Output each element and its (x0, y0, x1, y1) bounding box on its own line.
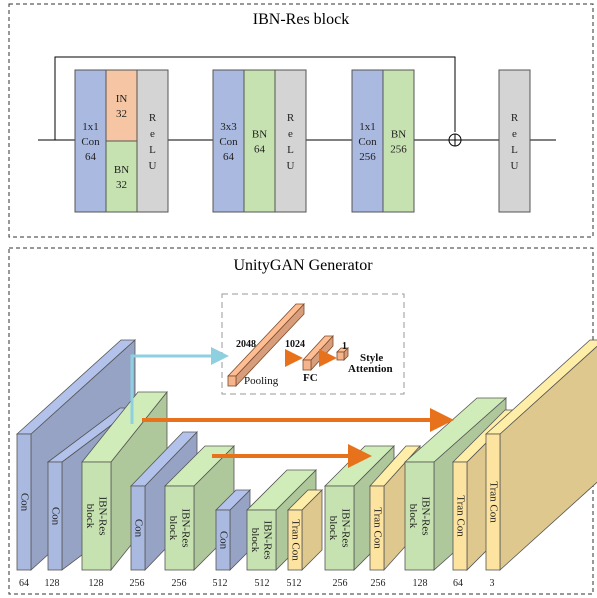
ibn-block-5-line-1: 64 (254, 144, 266, 156)
ibn-block-9-line-3: U (511, 160, 519, 172)
ibn-block-6-line-3: U (287, 160, 295, 172)
generator-layer-3-channels: 256 (130, 578, 145, 589)
ibn-block-3-line-3: U (149, 160, 157, 172)
ibn-block-1-line-1: 32 (116, 108, 127, 120)
generator-layer-3-label: Con (132, 519, 144, 538)
generator-layer-0-channels: 64 (19, 578, 29, 589)
ibn-block-2: BN 32 (105, 140, 138, 213)
generator-title: UnityGAN Generator (233, 257, 373, 274)
generator-layer-7: Tran Con (287, 489, 323, 571)
generator-layer-9-label: Tran Con (371, 507, 383, 549)
ibn-block-9-line-2: L (511, 144, 518, 156)
generator-layer-11-label: Tran Con (454, 495, 466, 537)
ibn-block-0-line-2: 64 (85, 151, 97, 163)
generator-layer-4-channels: 256 (172, 578, 187, 589)
generator-layer-5-label: Con (217, 531, 229, 550)
ibn-block-3-line-0: R (149, 112, 157, 124)
style-attention-title-1: Style (360, 352, 383, 364)
ibn-block-2-line-0: BN (114, 164, 129, 176)
generator-channel-labels: 64 128 128 256 256 512 512 512 256 256 128 64 3 (19, 578, 495, 589)
ibn-block-8-line-1: 256 (390, 144, 407, 156)
ibn-block-8: BN 256 (382, 69, 415, 213)
ibn-block-6-line-0: R (287, 112, 295, 124)
generator-layer-9-channels: 256 (371, 578, 386, 589)
attention-output-bar (336, 347, 349, 361)
ibn-block-3-line-2: L (149, 144, 156, 156)
generator-layer-6-channels: 512 (255, 578, 270, 589)
generator-layer-7-label: Tran Con (289, 519, 301, 561)
style-attention-box (221, 293, 405, 395)
generator-layer-4-label: IBN-Resblock (167, 508, 192, 547)
ibn-res-panel-border (8, 3, 594, 238)
ibn-block-3-line-1: e (150, 128, 155, 140)
generator-layer-6-label: IBN-Resblock (249, 520, 274, 559)
ibn-block-4-line-2: 64 (223, 151, 235, 163)
generator-layer-12-channels: 3 (490, 578, 495, 589)
style-attention-title-2: Attention (348, 363, 393, 375)
ibn-block-2-line-1: 32 (116, 179, 127, 191)
generator-layer-10-channels: 128 (413, 578, 428, 589)
generator-layer-5-channels: 512 (213, 578, 228, 589)
generator-layer-8-channels: 256 (333, 578, 348, 589)
ibn-block-4-line-1: Con (219, 136, 238, 148)
ibn-block-8-line-0: BN (391, 129, 406, 141)
dim-2048: 2048 (236, 339, 256, 350)
generator-layer-2-channels: 128 (89, 578, 104, 589)
generator-layer-5: Con (215, 489, 251, 571)
generator-layer-2-label: IBN-Resblock (84, 496, 109, 535)
generator-layer-1-channels: 128 (45, 578, 60, 589)
dim-1: 1 (342, 341, 347, 352)
ibn-res-title: IBN-Res block (253, 11, 349, 28)
generator-layer-10-label: IBN-Resblock (407, 496, 432, 535)
ibn-block-1: IN 32 (105, 69, 138, 142)
ibn-block-7-line-2: 256 (359, 151, 376, 163)
generator-layer-0-label: Con (18, 493, 30, 512)
pooling-label: Pooling (244, 375, 279, 387)
pooling-bar (227, 302, 305, 388)
generator-layer-12: Tran Con (484, 339, 597, 571)
skip-connection (54, 56, 456, 140)
ibn-block-6-line-1: e (288, 128, 293, 140)
fc-bar (302, 334, 334, 372)
ibn-block-0-line-1: Con (81, 136, 100, 148)
ibn-block-7-line-0: 1x1 (359, 121, 376, 133)
generator-layer-12-label: Tran Con (487, 481, 499, 523)
ibn-res-blocks: 1x1Con64IN32BN32ReLU3x3Con64BN64ReLU1x1C… (74, 69, 531, 213)
generator-layer-8-label: IBN-Resblock (327, 508, 352, 547)
ibn-block-6-line-2: L (287, 144, 294, 156)
ibn-block-7-line-1: Con (358, 136, 377, 148)
generator-layer-11-channels: 64 (453, 578, 463, 589)
fc-label: FC (303, 372, 318, 384)
ibn-block-4-line-0: 3x3 (220, 121, 237, 133)
ibn-block-9-line-0: R (511, 112, 519, 124)
ibn-block-9-line-1: e (512, 128, 517, 140)
ibn-block-5-line-0: BN (252, 129, 267, 141)
generator-layer-1-label: Con (49, 507, 61, 526)
generator-layer-7-channels: 512 (287, 578, 302, 589)
skip-arrows (130, 347, 454, 468)
ibn-block-1-line-0: IN (116, 93, 128, 105)
ibn-block-0-line-0: 1x1 (82, 121, 99, 133)
ibn-block-5: BN 64 (243, 69, 276, 213)
dim-1024: 1024 (285, 339, 305, 350)
style-attention-input-arrow (130, 347, 229, 424)
